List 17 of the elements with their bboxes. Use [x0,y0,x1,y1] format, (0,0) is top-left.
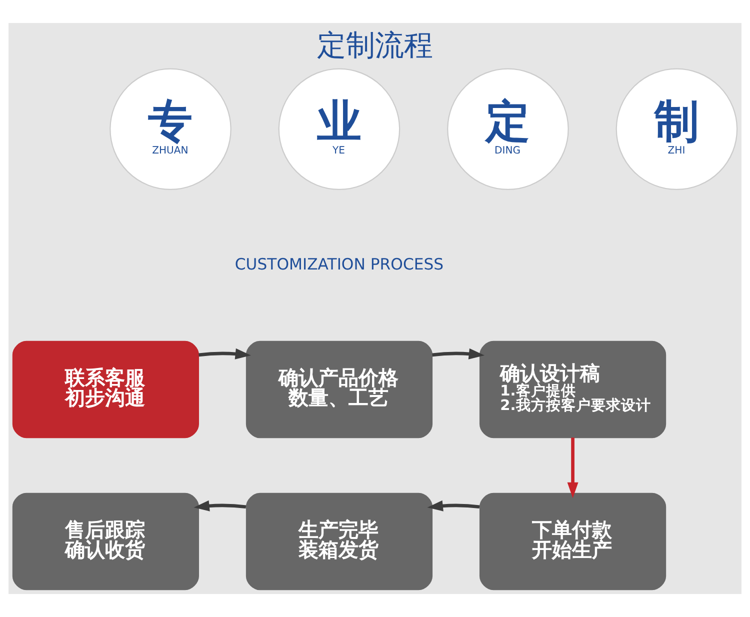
node-box: 下单付款开始生产 [479,492,666,590]
node-box: 售后跟踪确认收货 [12,492,199,590]
node-box: 生产完毕装箱发货 [246,492,433,590]
arrow [432,348,485,360]
arrow [567,438,578,498]
node-circle: 业 YE [278,68,400,190]
node-box: 确认产品价格数量、工艺 [246,340,433,438]
node-circle: 定 DING [447,68,569,190]
diagram-title: 定制流程 [317,28,433,62]
arrow [198,348,251,360]
arrow [194,500,246,512]
node-box: 确认设计稿 1.客户提供 2.我方按客户要求设计 [479,340,666,438]
arrow [427,500,480,512]
label: CUSTOMIZATION PROCESS [234,254,444,274]
node-box: 联系客服初步沟通 [12,340,199,438]
node-circle: 专 ZHUAN [110,68,232,190]
node-circle: 制 ZHI [616,68,738,190]
